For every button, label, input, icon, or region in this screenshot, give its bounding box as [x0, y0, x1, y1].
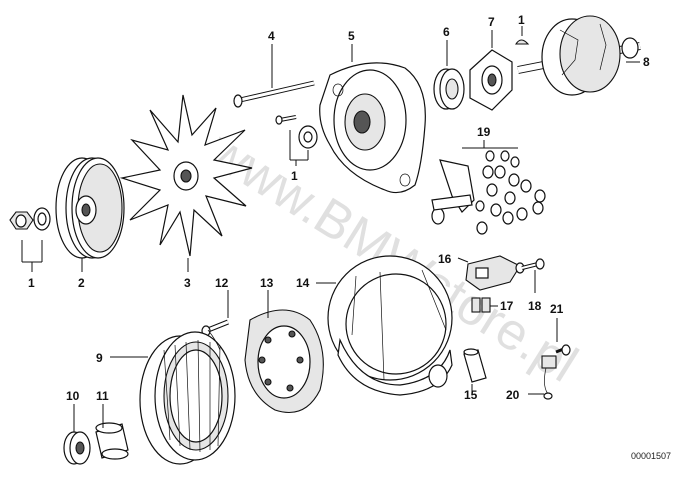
part-stator — [139, 329, 236, 465]
label-part-4: 4 — [268, 29, 275, 43]
label-part-14: 14 — [296, 276, 310, 290]
part-fan — [119, 94, 253, 257]
part-suppressor — [541, 355, 557, 400]
label-part-16: 16 — [438, 252, 452, 266]
part-rectifier — [244, 309, 324, 414]
part-pulley — [55, 157, 125, 259]
label-part-2: 2 — [78, 276, 85, 290]
part-rotor — [517, 15, 641, 96]
part-nut-washer — [9, 207, 51, 231]
leader-lines — [21, 26, 640, 432]
label-part-8: 8 — [643, 55, 650, 69]
part-through-bolt — [233, 80, 315, 108]
part-small-parts-set — [431, 150, 546, 235]
part-sleeve — [463, 348, 487, 383]
label-part-1-key: 1 — [518, 13, 525, 27]
part-regulator-screw — [521, 258, 545, 270]
part-regulator — [465, 255, 525, 291]
part-woodruff-key — [515, 39, 530, 45]
part-rear-bearing — [63, 431, 91, 465]
label-part-12: 12 — [215, 276, 229, 290]
part-bearing-plate — [469, 49, 513, 111]
part-slip-ring-housing — [327, 255, 453, 396]
label-part-15: 15 — [464, 388, 478, 402]
part-labels: 1 2 3 4 5 6 7 1 8 1 19 16 17 18 21 20 15… — [28, 13, 671, 461]
part-brushes — [471, 297, 491, 313]
label-part-20: 20 — [506, 388, 520, 402]
label-part-1-nut: 1 — [28, 276, 35, 290]
label-part-5: 5 — [348, 29, 355, 43]
label-part-3: 3 — [184, 276, 191, 290]
part-drive-end-housing — [319, 62, 426, 194]
label-part-10: 10 — [66, 389, 80, 403]
label-part-13: 13 — [260, 276, 274, 290]
label-part-6: 6 — [443, 25, 450, 39]
label-part-21: 21 — [550, 302, 564, 316]
label-part-1-screw: 1 — [291, 169, 298, 183]
label-part-7: 7 — [488, 15, 495, 29]
part-screw-spacer — [275, 115, 318, 149]
label-part-17: 17 — [500, 299, 514, 313]
part-bearing-sleeve — [95, 422, 129, 460]
label-part-18: 18 — [528, 299, 542, 313]
label-part-11: 11 — [96, 389, 109, 403]
label-part-9: 9 — [96, 351, 103, 365]
label-part-19: 19 — [477, 125, 491, 139]
part-suppressor-screw — [555, 344, 571, 356]
document-number: 00001507 — [631, 451, 671, 461]
part-bearing — [433, 68, 465, 110]
